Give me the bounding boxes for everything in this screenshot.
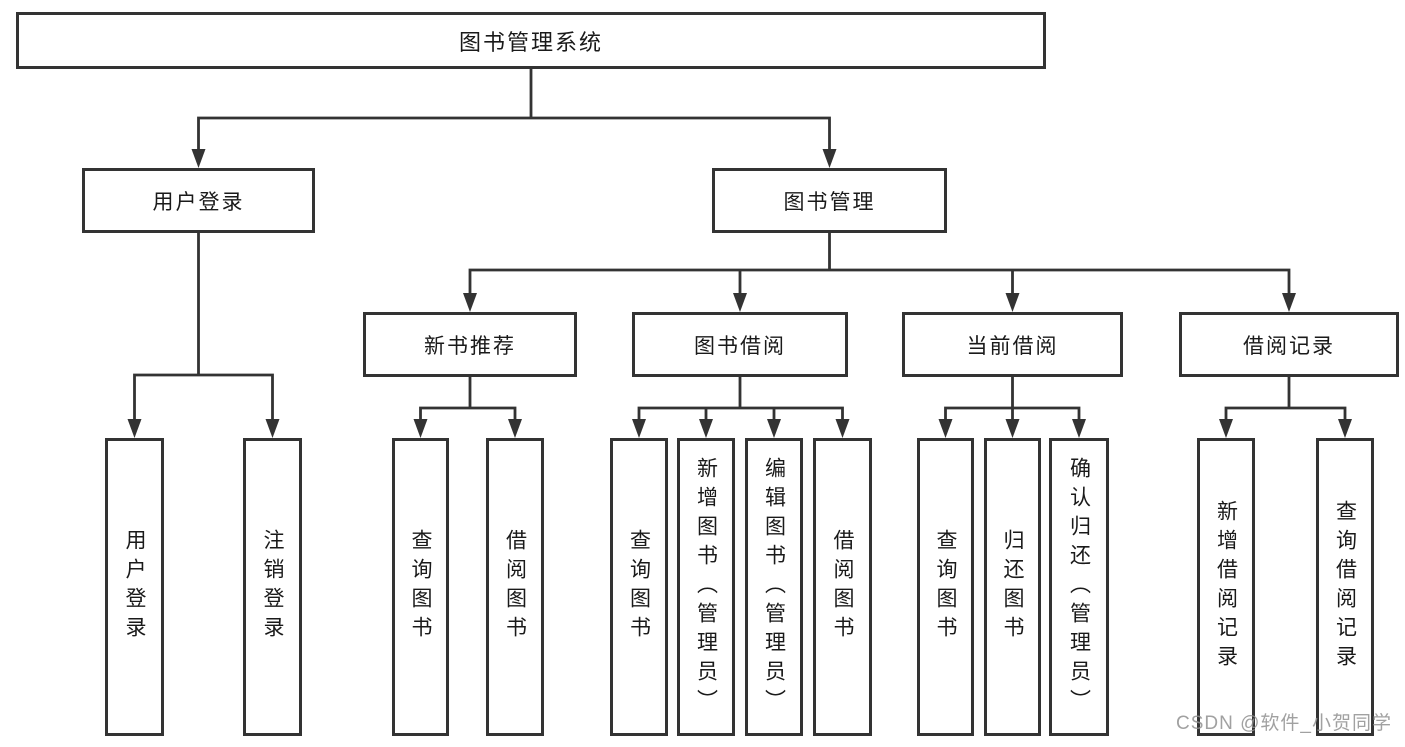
arrowhead-icon bbox=[1282, 293, 1296, 312]
node-leaf-query-borrow-rec: 查询借阅记录 bbox=[1316, 438, 1374, 736]
node-current-borrow: 当前借阅 bbox=[902, 312, 1123, 377]
node-new-book-rec: 新书推荐 bbox=[363, 312, 577, 377]
arrowhead-icon bbox=[1005, 293, 1020, 312]
arrowhead-icon bbox=[733, 293, 747, 312]
node-leaf-borrow-book-1: 借阅图书 bbox=[486, 438, 544, 736]
node-borrow-record: 借阅记录 bbox=[1179, 312, 1399, 377]
arrowhead-icon bbox=[938, 419, 953, 438]
node-book-mgmt: 图书管理 bbox=[712, 168, 947, 233]
arrowhead-icon bbox=[413, 419, 428, 438]
arrowhead-icon bbox=[767, 419, 781, 438]
node-leaf-query-book-2: 查询图书 bbox=[610, 438, 668, 736]
arrowhead-icon bbox=[191, 149, 206, 168]
node-leaf-add-borrow-rec: 新增借阅记录 bbox=[1197, 438, 1255, 736]
node-root: 图书管理系统 bbox=[16, 12, 1046, 69]
arrowhead-icon bbox=[265, 419, 280, 438]
node-leaf-query-book-3: 查询图书 bbox=[917, 438, 974, 736]
csdn-watermark: CSDN @软件_小贺同学 bbox=[1176, 713, 1392, 734]
node-leaf-query-book-1: 查询图书 bbox=[392, 438, 449, 736]
arrowhead-icon bbox=[835, 419, 850, 438]
arrowhead-icon bbox=[699, 419, 713, 438]
node-leaf-confirm-return: 确认归还（管理员） bbox=[1049, 438, 1109, 736]
node-leaf-edit-book: 编辑图书（管理员） bbox=[745, 438, 803, 736]
arrowhead-icon bbox=[632, 419, 646, 438]
arrowhead-icon bbox=[508, 419, 522, 438]
arrowhead-icon bbox=[1338, 419, 1352, 438]
node-leaf-borrow-book-2: 借阅图书 bbox=[813, 438, 872, 736]
arrowhead-icon bbox=[822, 149, 837, 168]
node-leaf-logout: 注销登录 bbox=[243, 438, 302, 736]
node-leaf-add-book: 新增图书（管理员） bbox=[677, 438, 735, 736]
node-leaf-return-book: 归还图书 bbox=[984, 438, 1041, 736]
arrowhead-icon bbox=[1072, 419, 1086, 438]
arrowhead-icon bbox=[1219, 419, 1233, 438]
arrowhead-icon bbox=[463, 293, 477, 312]
node-user-login: 用户登录 bbox=[82, 168, 315, 233]
arrowhead-icon bbox=[1005, 419, 1020, 438]
node-book-borrow: 图书借阅 bbox=[632, 312, 848, 377]
arrowhead-icon bbox=[127, 419, 142, 438]
node-leaf-user-login: 用户登录 bbox=[105, 438, 164, 736]
